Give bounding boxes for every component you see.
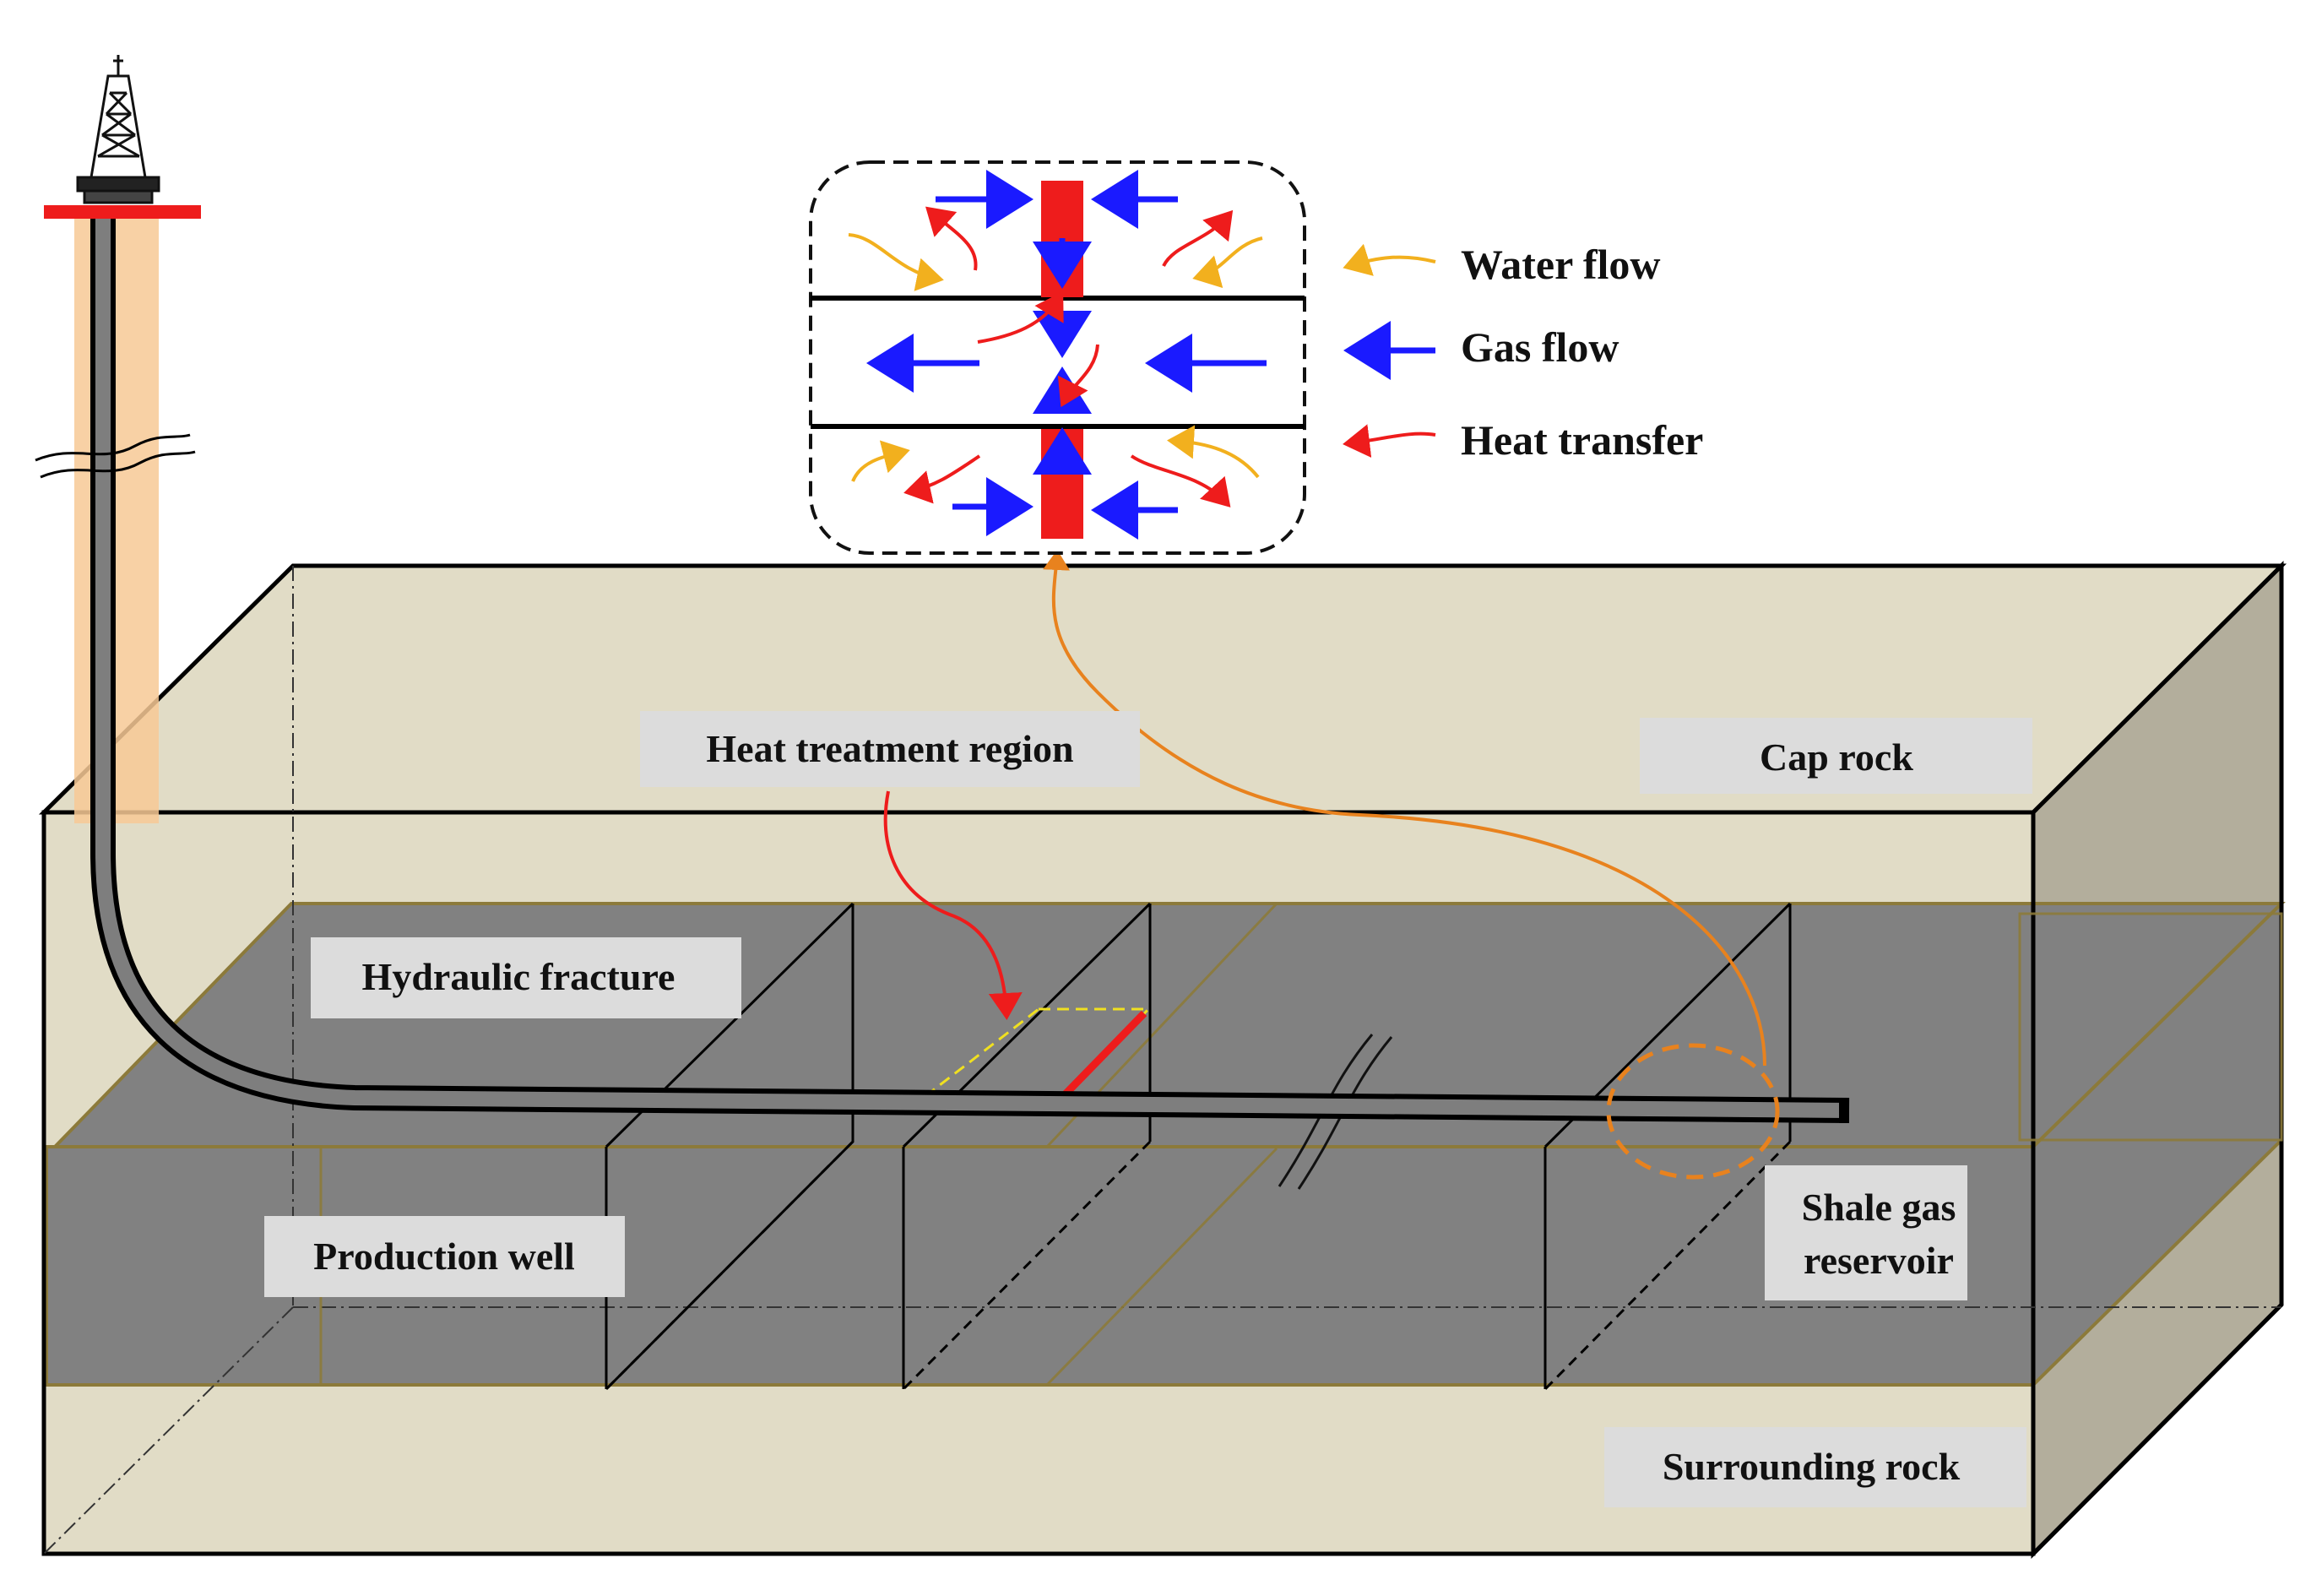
label-surrounding-rock: Surrounding rock: [1604, 1427, 2026, 1507]
heat-treatment-region-text: Heat treatment region: [706, 727, 1073, 770]
legend-gas-label: Gas flow: [1461, 323, 1619, 371]
label-hydraulic-fracture: Hydraulic fracture: [311, 937, 741, 1018]
hydraulic-fracture-text: Hydraulic fracture: [362, 955, 675, 998]
legend-item-water-flow: Water flow: [1343, 241, 1661, 288]
heat-treatment-pointer: [883, 790, 1023, 1020]
surrounding-rock-text: Surrounding rock: [1663, 1445, 1961, 1488]
hidden-edges: [43, 566, 2281, 1555]
legend-heat-arrow: [1343, 424, 1436, 459]
legend-water-label: Water flow: [1461, 241, 1661, 288]
production-well: [35, 205, 1850, 1123]
cap-rock-text: Cap rock: [1760, 736, 1913, 779]
legend-water-arrow: [1343, 243, 1436, 276]
production-well-text: Production well: [313, 1235, 575, 1278]
label-heat-treatment-region: Heat treatment region: [640, 711, 1140, 787]
flow-mechanism-inset: [809, 160, 1306, 555]
legend-item-gas-flow: Gas flow: [1343, 321, 1619, 380]
zoom-region-circle: [1606, 1043, 1780, 1180]
rock-block: [38, 560, 2287, 1560]
inset-gas-arrows: [866, 170, 1267, 540]
well-break-mark-icon: [35, 433, 196, 479]
label-shale-gas-reservoir: Shale gas reservoir: [1765, 1165, 1967, 1300]
inset-water-arrows: [848, 233, 1263, 482]
zoom-connector-arrow: [1043, 550, 1766, 1067]
shale-gas-reservoir-text-line2: reservoir: [1804, 1239, 1954, 1282]
well-platform: [44, 205, 201, 219]
drilling-derrick-icon: [76, 55, 160, 204]
legend: Water flow Gas flow Heat transfer: [1343, 241, 1703, 464]
legend-item-heat-transfer: Heat transfer: [1343, 416, 1703, 464]
label-production-well: Production well: [264, 1216, 625, 1297]
inset-heat-arrows: [903, 206, 1234, 508]
label-cap-rock: Cap rock: [1640, 718, 2032, 794]
shale-gas-reservoir-text-line1: Shale gas: [1802, 1186, 1956, 1229]
legend-heat-label: Heat transfer: [1461, 416, 1703, 464]
